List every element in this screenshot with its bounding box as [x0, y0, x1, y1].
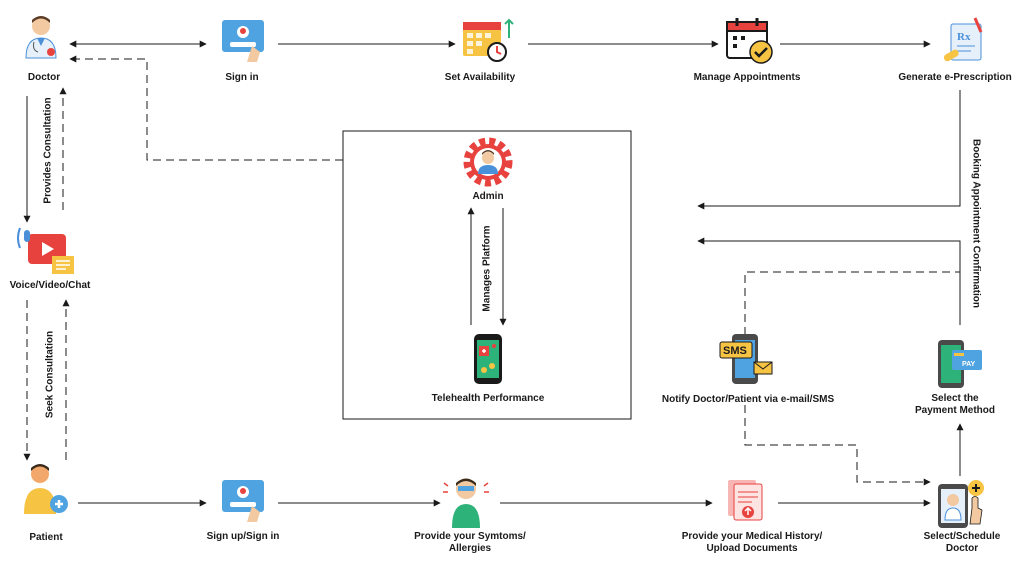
calendar-clock-icon: [463, 18, 514, 62]
node-manage-appointments: Manage Appointments: [693, 72, 801, 83]
node-payment-method: Select the Payment Method: [900, 393, 1010, 417]
edge-notify-top: [744, 271, 960, 335]
signup-icon: [222, 480, 264, 522]
node-medical-history-line1: Provide your Medical History/: [681, 531, 823, 542]
phone-telehealth-icon: [474, 334, 502, 384]
admin-gear-icon: [463, 137, 513, 187]
svg-text:Rx: Rx: [957, 31, 971, 43]
node-signup-signin: Sign up/Sign in: [206, 531, 280, 542]
edge-label-provides-consultation: Provides Consultation: [42, 97, 54, 204]
node-set-availability: Set Availability: [444, 72, 516, 83]
sms-phone-icon: SMS: [719, 334, 773, 384]
node-medical-history: Provide your Medical History/ Upload Doc…: [672, 531, 832, 555]
signin-icon: [222, 20, 264, 62]
video-chat-icon: [17, 227, 74, 274]
edge-prescription-booking: [697, 90, 961, 210]
document-upload-icon: [728, 480, 763, 521]
patient-icon: [24, 464, 68, 514]
node-medical-history-line2: Upload Documents: [706, 543, 798, 554]
node-select-doctor-line2: Doctor: [945, 543, 979, 554]
edge-payment-booking: [697, 237, 961, 325]
doctor-icon: [25, 16, 57, 59]
prescription-icon: Rx: [943, 17, 983, 62]
svg-text:SMS: SMS: [723, 345, 747, 357]
node-symptoms-line1: Provide your Symtoms/: [414, 531, 526, 542]
symptoms-person-icon: [443, 478, 489, 528]
edge-label-booking-confirmation: Booking Appointment Confirmation: [970, 138, 982, 309]
calendar-check-icon: [726, 18, 773, 64]
edge-label-manages-platform: Manages Platform: [481, 225, 493, 312]
edge-admin-doctor: [69, 55, 343, 161]
payment-phone-icon: PAY: [938, 340, 982, 388]
node-payment-method-line1: Select the: [931, 393, 979, 404]
node-notify: Notify Doctor/Patient via e-mail/SMS: [661, 394, 835, 405]
node-sign-in: Sign in: [225, 72, 259, 83]
node-doctor: Doctor: [27, 72, 61, 83]
node-telehealth-performance: Telehealth Performance: [431, 393, 545, 404]
select-doctor-icon: [938, 480, 984, 528]
node-select-doctor-line1: Select/Schedule: [923, 531, 1001, 542]
node-select-doctor: Select/Schedule Doctor: [910, 531, 1014, 555]
svg-text:PAY: PAY: [962, 361, 976, 368]
admin-panel-box: [342, 130, 632, 420]
node-payment-method-line2: Payment Method: [914, 405, 995, 416]
node-symptoms: Provide your Symtoms/ Allergies: [400, 531, 540, 555]
node-admin: Admin: [472, 191, 504, 202]
node-patient: Patient: [29, 532, 63, 543]
node-symptoms-line2: Allergies: [448, 543, 492, 554]
edge-label-seek-consultation: Seek Consultation: [44, 330, 56, 419]
node-voice-video-chat: Voice/Video/Chat: [9, 280, 91, 291]
edge-notify-select: [744, 405, 931, 486]
node-generate-prescription: Generate e-Prescription: [898, 72, 1012, 83]
